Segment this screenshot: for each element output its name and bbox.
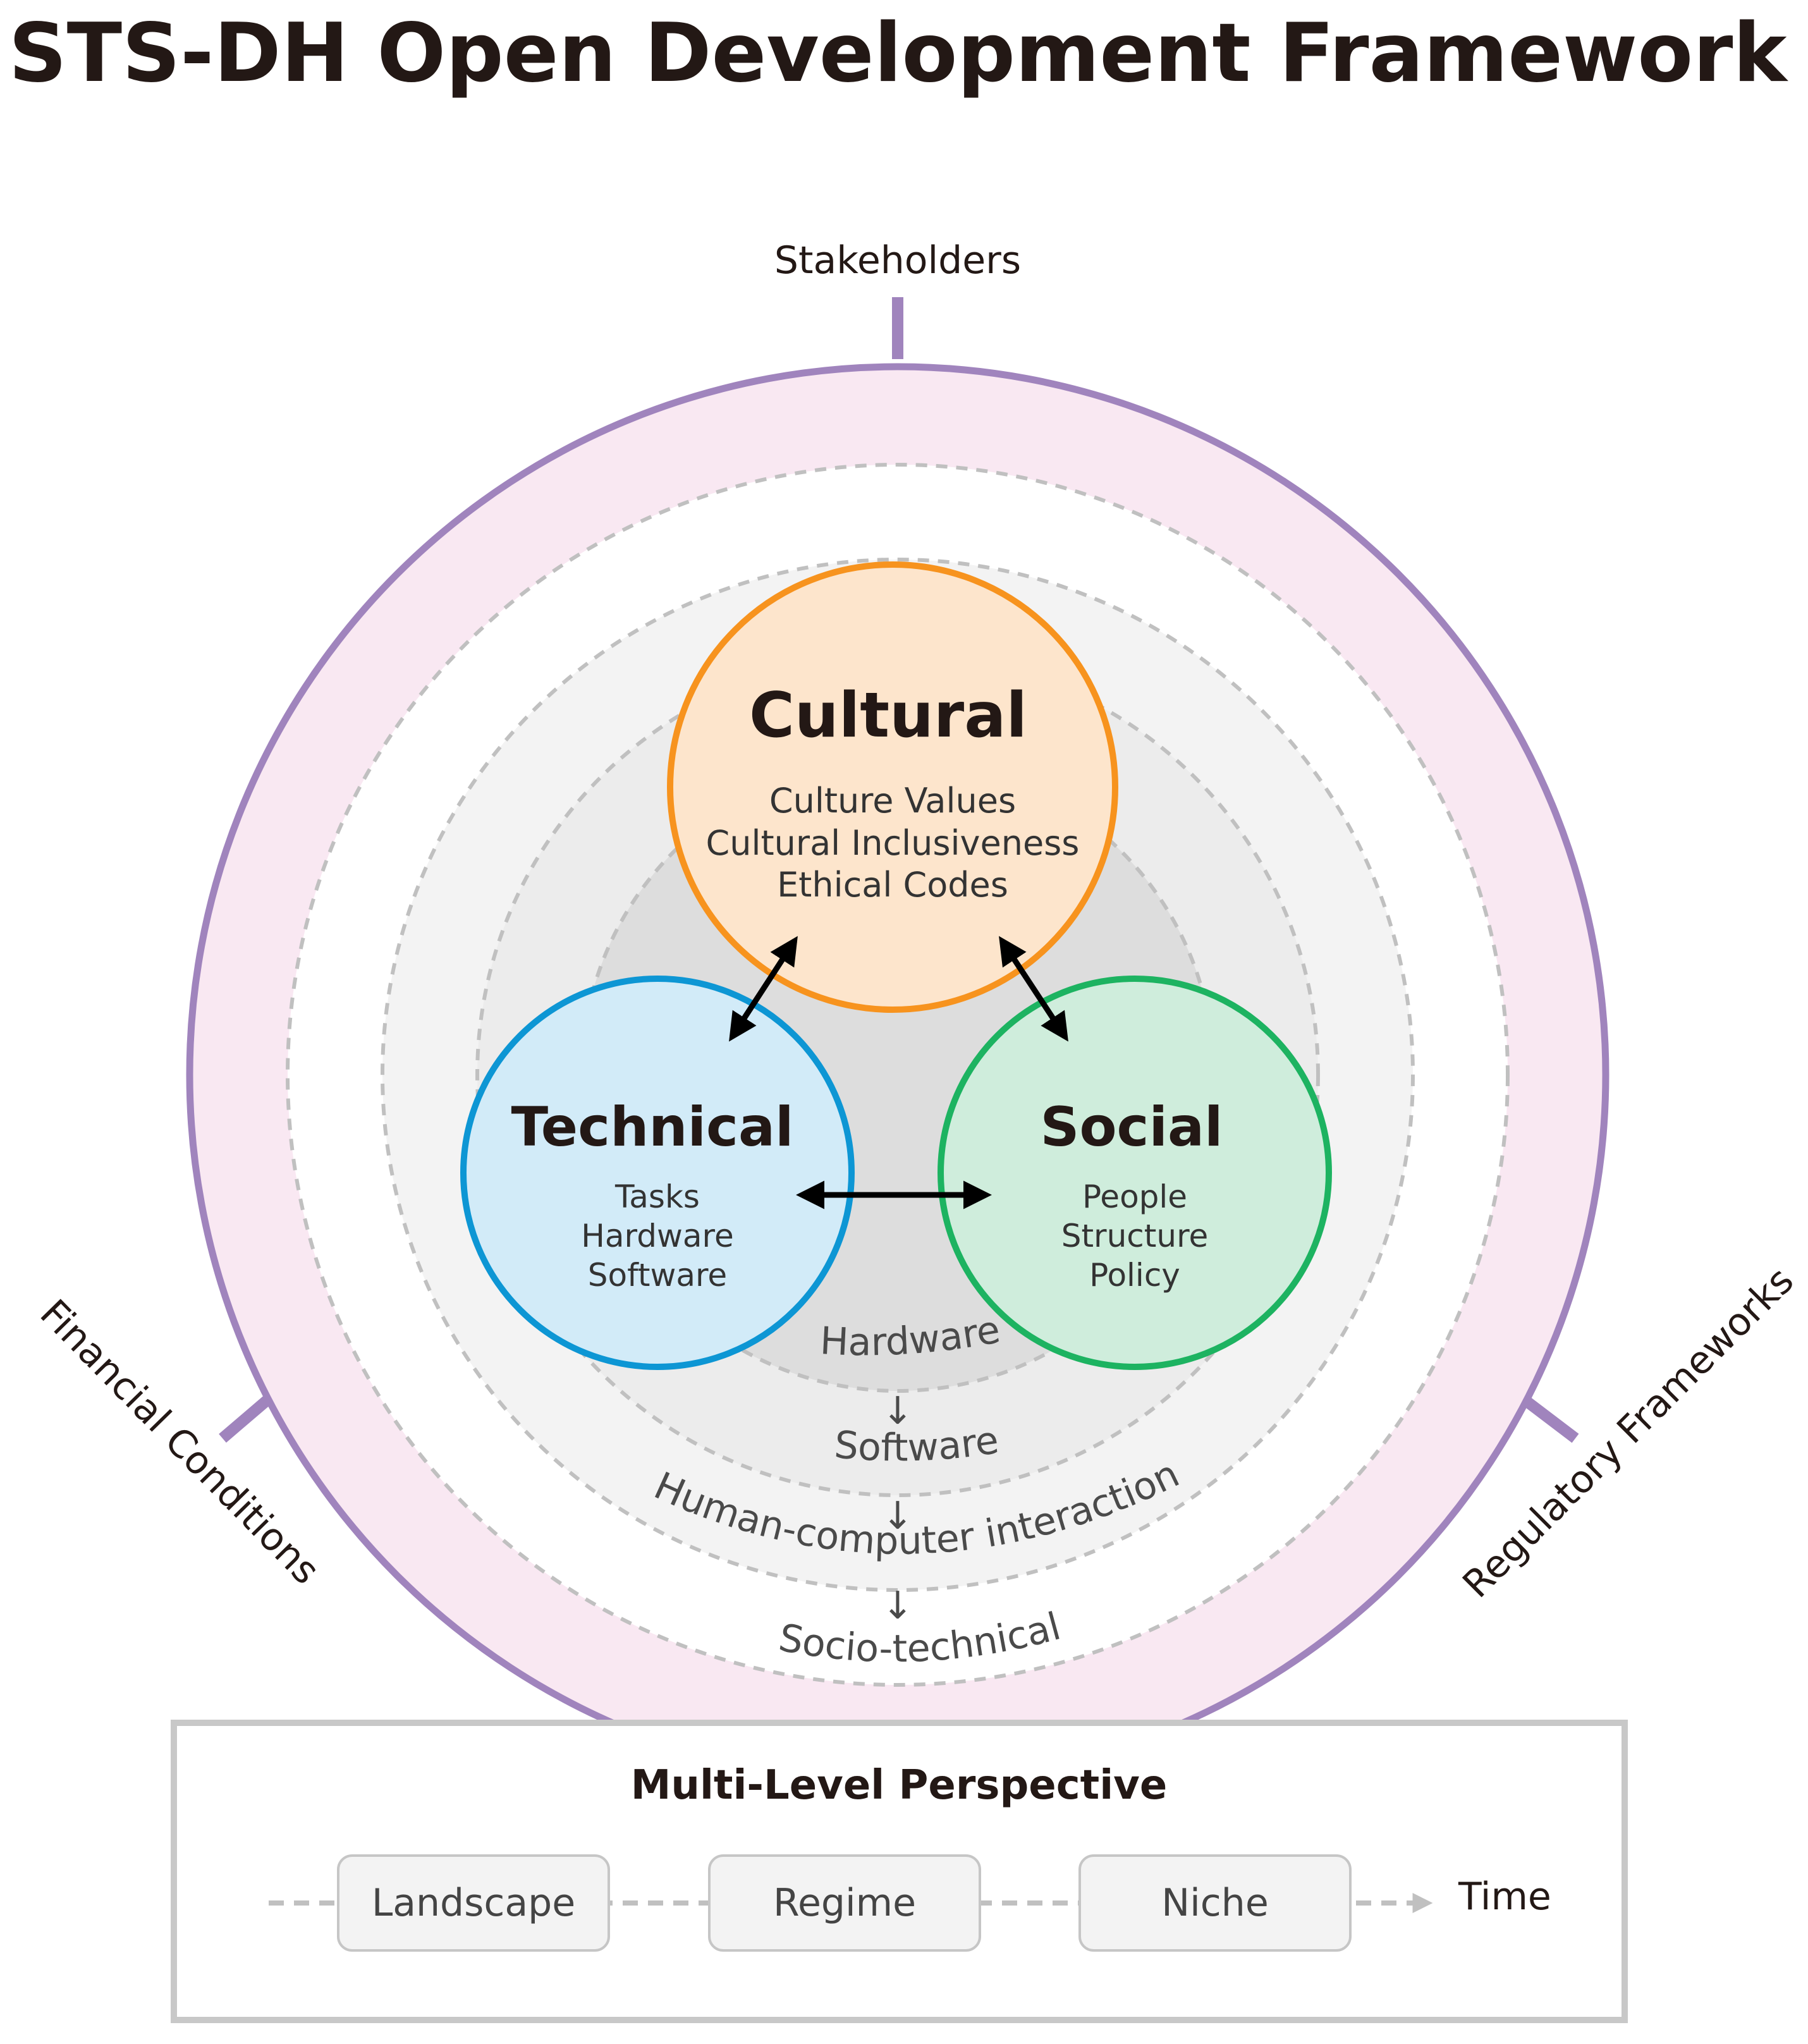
mlp-stage-regime: Regime — [773, 1881, 916, 1925]
cultural-social-arrow — [999, 936, 1068, 1042]
mlp-stage-landscape: Landscape — [372, 1881, 575, 1925]
social-item: Structure — [1061, 1218, 1209, 1254]
stakeholders-label: Stakeholders — [774, 238, 1021, 283]
level-arrow-icon: ↓ — [882, 1584, 913, 1628]
level-arrow-icon: ↓ — [882, 1494, 913, 1538]
cultural-technical-arrow — [729, 936, 798, 1042]
regulatory-tick — [1522, 1395, 1579, 1443]
social-title: Social — [1041, 1096, 1223, 1159]
social-item: People — [1082, 1178, 1187, 1215]
social-item: Policy — [1089, 1257, 1180, 1294]
time-label: Time — [1458, 1875, 1551, 1919]
technical-item: Software — [588, 1257, 727, 1294]
financial-tick — [219, 1393, 274, 1443]
mlp-stage-box — [337, 1854, 610, 1952]
page-title: STS-DH Open Development Framework — [9, 6, 1789, 101]
mlp-stage-niche: Niche — [1161, 1881, 1268, 1925]
technical-item: Hardware — [581, 1218, 733, 1254]
mlp-stage-box — [708, 1854, 981, 1952]
technical-circle — [460, 976, 855, 1370]
technical-item: Tasks — [614, 1178, 700, 1215]
mlp-title: Multi-Level Perspective — [631, 1762, 1168, 1809]
level-arrow-icon: ↓ — [882, 1389, 913, 1433]
social-circle — [938, 976, 1332, 1370]
mlp-stage-box — [1078, 1854, 1352, 1952]
technical-title: Technical — [511, 1096, 794, 1159]
cultural-title: Cultural — [749, 680, 1027, 752]
level-software: Software — [833, 1418, 1001, 1471]
cultural-item: Ethical Codes — [777, 865, 1008, 905]
cultural-circle — [667, 561, 1118, 1013]
cultural-item: Culture Values — [769, 781, 1016, 821]
cultural-item: Cultural Inclusiveness — [706, 823, 1080, 863]
